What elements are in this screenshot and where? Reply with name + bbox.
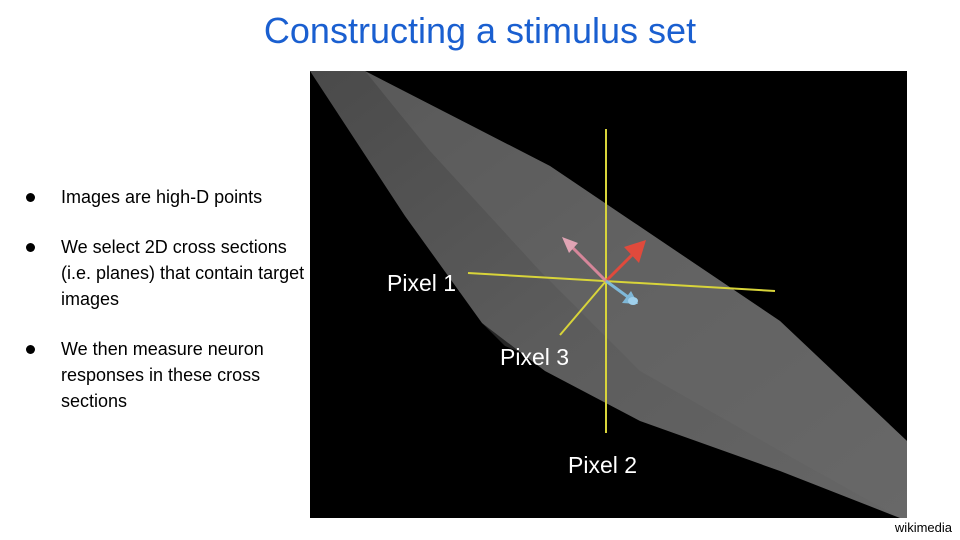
pixel2-label: Pixel 2: [568, 452, 638, 478]
blue-arrow-shaft: [605, 279, 629, 299]
cross-section-plane: [310, 71, 907, 518]
plane-highlight: [365, 71, 907, 518]
image-credit: wikimedia: [894, 520, 952, 535]
red-arrow-shaft: [604, 250, 637, 283]
pixel1-axis: [467, 272, 776, 292]
bullet-text: We then measure neuron responses in thes…: [61, 339, 264, 411]
pink-arrow-shaft: [570, 245, 608, 283]
blue-arrow-tip: [628, 297, 638, 305]
bullet-dot-icon: [26, 243, 35, 252]
bullet-list: Images are high-D points We select 2D cr…: [24, 184, 314, 438]
plane-figure: Pixel 1 Pixel 3 Pixel 2: [310, 71, 907, 518]
bullet-text: Images are high-D points: [61, 187, 263, 207]
pixel3-label: Pixel 3: [500, 344, 570, 370]
pink-arrow-head: [562, 237, 578, 253]
bullet-item: We then measure neuron responses in thes…: [24, 336, 314, 414]
bullet-dot-icon: [26, 193, 35, 202]
plane-diagram: [310, 71, 907, 518]
slide-title: Constructing a stimulus set: [263, 10, 697, 51]
pixel3-axis: [559, 280, 607, 336]
red-arrow-head: [624, 240, 646, 263]
bullet-text: We select 2D cross sections (i.e. planes…: [61, 237, 305, 309]
pixel1-label: Pixel 1: [387, 270, 457, 296]
bullet-item: We select 2D cross sections (i.e. planes…: [24, 234, 314, 312]
bullet-dot-icon: [26, 345, 35, 354]
bullet-item: Images are high-D points: [24, 184, 314, 210]
